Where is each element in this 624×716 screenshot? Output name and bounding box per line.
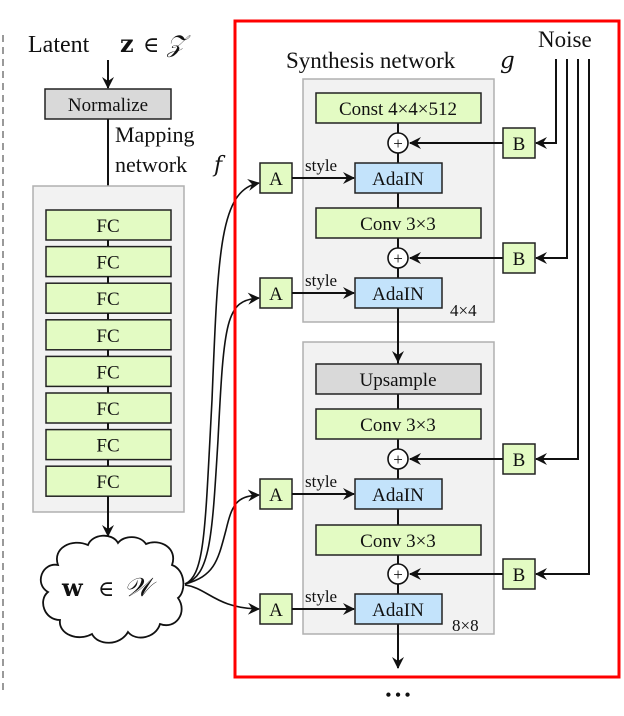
plus-icon: +	[393, 134, 403, 153]
normalize-label: Normalize	[68, 95, 148, 116]
upsample-label: Upsample	[359, 370, 436, 391]
b-label: B	[513, 134, 526, 155]
noise-scale-b-box: B	[409, 242, 536, 274]
fc-layer-box: FC	[45, 240, 172, 278]
adain-label: AdaIN	[372, 485, 424, 506]
synthesis-symbol: g	[500, 48, 515, 74]
upsample-box: Upsample	[315, 363, 482, 395]
a-label: A	[269, 485, 283, 506]
conv-label: Conv 3×3	[360, 531, 436, 552]
adain-label: AdaIN	[372, 284, 424, 305]
adain-box: AdaIN	[354, 478, 443, 510]
fc-label: FC	[96, 472, 119, 493]
add-noise-node: +	[387, 247, 409, 269]
mapping-symbol: f	[212, 153, 226, 178]
curve-to-a1	[184, 179, 260, 585]
noise-line-2	[535, 59, 568, 264]
continuation-ellipsis: • • •	[386, 687, 411, 704]
plus-icon: +	[393, 450, 403, 469]
conv-box: Conv 3×3	[315, 207, 482, 239]
resolution-label-4x4: 4×4	[450, 301, 477, 320]
const-label: Const 4×4×512	[339, 99, 457, 120]
conv-box: Conv 3×3	[315, 408, 482, 440]
b-label: B	[513, 249, 526, 270]
const-input-box: Const 4×4×512	[315, 92, 482, 124]
noise-scale-b-box: B	[409, 558, 536, 590]
style-broadcast-curves	[184, 179, 260, 615]
adain-box: AdaIN	[354, 277, 443, 309]
latent-text: Latent	[28, 32, 90, 58]
noise-line-4	[535, 59, 590, 580]
mapping-label-line1: Mapping	[115, 122, 194, 147]
fc-label: FC	[96, 362, 119, 383]
fc-layer-box: FC	[45, 423, 172, 461]
fc-layer-box: FC	[45, 459, 172, 497]
conv-box: Conv 3×3	[315, 524, 482, 556]
fc-layer-box: FC	[45, 349, 172, 388]
style-label: style	[305, 472, 337, 491]
a-label: A	[269, 284, 283, 305]
latent-space-symbol: 𝒵	[166, 30, 191, 58]
fc-layer-box: FC	[45, 276, 172, 314]
fc-label: FC	[96, 253, 119, 274]
fc-label: FC	[96, 399, 119, 420]
curve-to-a3	[184, 489, 260, 585]
curve-to-a2	[184, 292, 260, 585]
conv-label: Conv 3×3	[360, 415, 436, 436]
mapping-label-line2: network	[115, 152, 187, 177]
add-noise-node: +	[387, 563, 409, 585]
normalize-box: Normalize	[44, 88, 172, 120]
noise-lines	[535, 59, 590, 580]
latent-in-symbol: ∈	[143, 33, 159, 58]
a-label: A	[269, 169, 283, 190]
style-label: style	[305, 271, 337, 290]
fc-stack: FC FC FC FC FC FC FC FC	[45, 209, 172, 497]
noise-label: Noise	[538, 27, 592, 52]
synthesis-title: Synthesis network	[286, 48, 456, 73]
noise-line-3	[535, 59, 579, 465]
w-var: w	[61, 573, 84, 602]
style-label: style	[305, 156, 337, 175]
w-in-symbol: ∈	[98, 577, 114, 602]
noise-line-1	[535, 59, 557, 149]
noise-scale-boxes: B B B B	[409, 127, 536, 590]
fc-label: FC	[96, 436, 119, 457]
latent-label: Latent z ∈ 𝒵	[28, 29, 191, 58]
b-label: B	[513, 565, 526, 586]
plus-icon: +	[393, 249, 403, 268]
cloud-shape	[39, 534, 185, 644]
adain-box: AdaIN	[354, 162, 443, 194]
fc-label: FC	[96, 326, 119, 347]
fc-label: FC	[96, 216, 119, 237]
conv-label: Conv 3×3	[360, 214, 436, 235]
adain-label: AdaIN	[372, 600, 424, 621]
fc-layer-box: FC	[45, 209, 172, 241]
style-label: style	[305, 587, 337, 606]
noise-add-nodes: + + + +	[387, 132, 409, 585]
resolution-label-8x8: 8×8	[452, 616, 479, 635]
plus-icon: +	[393, 565, 403, 584]
noise-scale-b-box: B	[409, 443, 536, 475]
adain-label: AdaIN	[372, 169, 424, 190]
adain-box: AdaIN	[354, 593, 443, 625]
synthesis-highlight-frame	[233, 19, 621, 679]
add-noise-node: +	[387, 448, 409, 470]
noise-scale-b-box: B	[409, 127, 536, 159]
add-noise-node: +	[387, 132, 409, 154]
latent-var: z	[120, 29, 134, 58]
fc-label: FC	[96, 289, 119, 310]
a-label: A	[269, 600, 283, 621]
curve-to-a4	[184, 584, 260, 615]
b-label: B	[513, 450, 526, 471]
w-latent-cloud: w ∈ 𝒲	[39, 534, 185, 644]
